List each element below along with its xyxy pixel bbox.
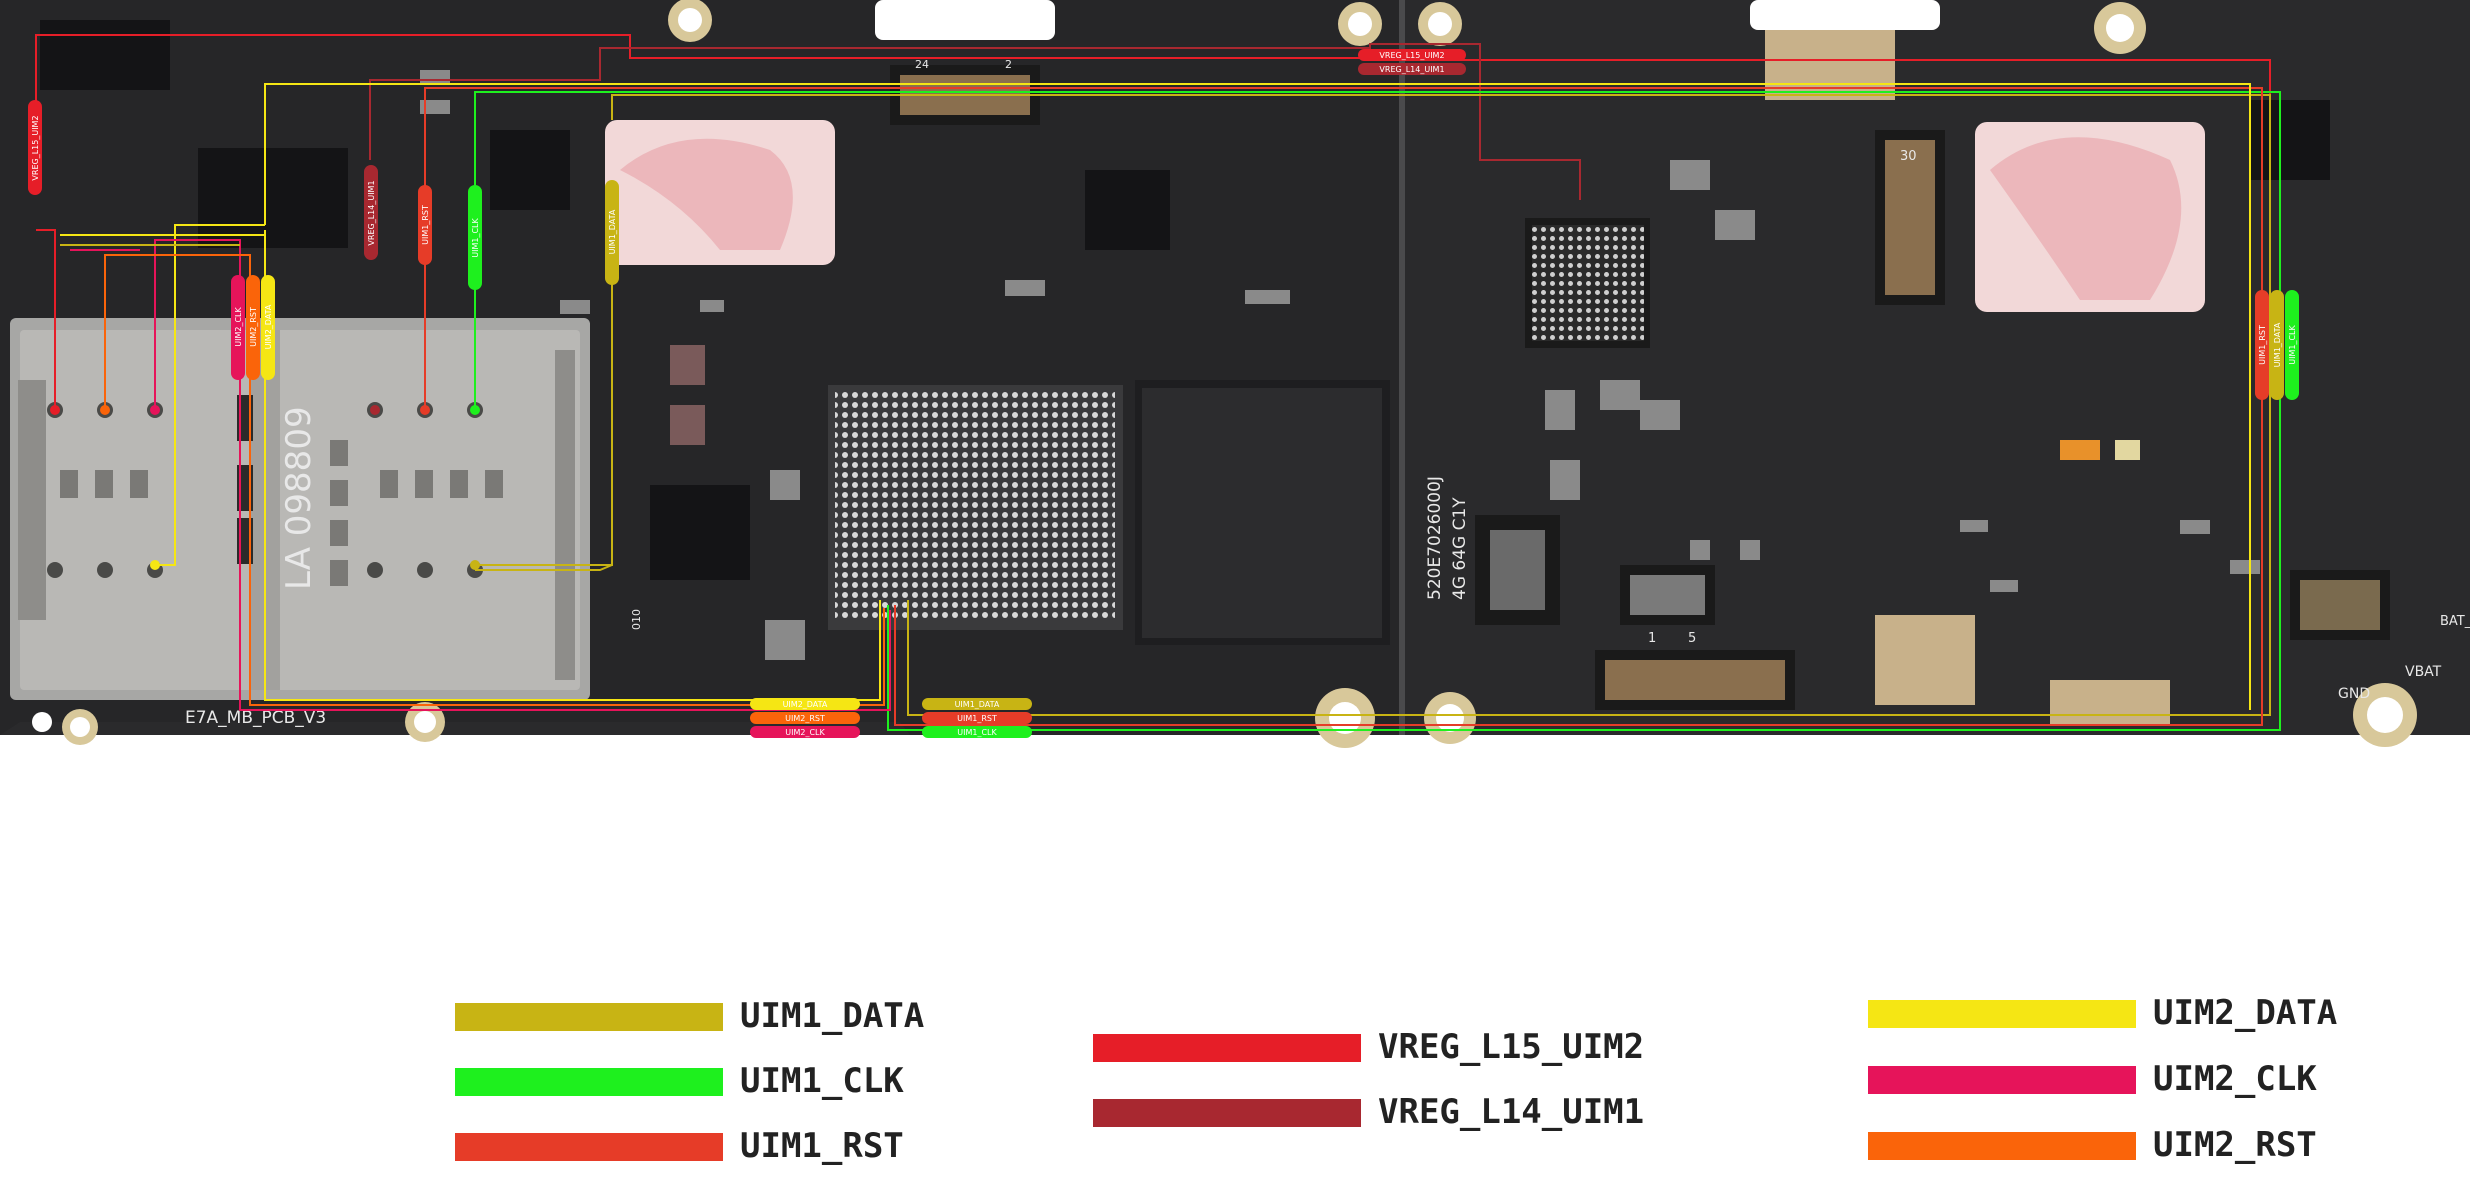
mounting-hole bbox=[32, 702, 445, 745]
svg-text:UIM1_CLK: UIM1_CLK bbox=[471, 218, 480, 258]
net-tag: UIM2_CLK bbox=[231, 275, 245, 380]
pcb-label: E7A_MB_PCB_V3 bbox=[185, 708, 326, 728]
mounting-hole bbox=[2094, 2, 2146, 54]
svg-text:UIM1_CLK: UIM1_CLK bbox=[2288, 325, 2297, 365]
trace-uim2-rst bbox=[104, 254, 885, 706]
net-tag: UIM1_RST bbox=[2255, 290, 2269, 400]
svg-text:UIM1_CLK: UIM1_CLK bbox=[957, 728, 997, 737]
trace-vreg-l14-uim1 bbox=[369, 43, 1581, 200]
connector-pin-label: 30 bbox=[1900, 149, 1917, 164]
legend-swatch bbox=[455, 1068, 723, 1096]
silk-text: 010 bbox=[630, 609, 643, 630]
mounting-hole bbox=[1418, 2, 1462, 46]
ic-package bbox=[40, 20, 2330, 580]
net-tag: UIM1_CLK bbox=[468, 185, 482, 290]
mounting-hole bbox=[668, 0, 712, 42]
legend-swatch bbox=[455, 1003, 723, 1031]
svg-text:UIM1_RST: UIM1_RST bbox=[2258, 325, 2267, 365]
passive-components bbox=[420, 70, 2260, 660]
connector-pin-label: 2 bbox=[1005, 58, 1012, 71]
legend-label: UIM1_CLK bbox=[740, 1061, 904, 1101]
svg-text:UIM2_RST: UIM2_RST bbox=[249, 307, 258, 347]
svg-text:UIM2_DATA: UIM2_DATA bbox=[783, 700, 828, 709]
legend-label: UIM2_CLK bbox=[2153, 1059, 2317, 1099]
net-tag: UIM1_CLK bbox=[2285, 290, 2299, 400]
legend-label: UIM2_RST bbox=[2153, 1125, 2317, 1165]
net-tag: UIM1_CLK bbox=[922, 726, 1032, 738]
net-tag: UIM2_DATA bbox=[261, 275, 275, 380]
net-tag: UIM1_DATA bbox=[2270, 290, 2284, 400]
pcb-board-diagram: LA 098809 bbox=[0, 0, 2470, 750]
mounting-hole bbox=[1315, 688, 1375, 748]
legend-swatch bbox=[1093, 1034, 1361, 1062]
net-tag: UIM2_RST bbox=[750, 712, 860, 724]
chip-marking: 520E7026000J bbox=[1425, 476, 1445, 600]
legend-label: UIM2_DATA bbox=[2153, 993, 2338, 1033]
net-tag: VREG_L14_UIM1 bbox=[364, 165, 378, 260]
sim-card-tray: LA 098809 bbox=[10, 318, 590, 700]
net-tag: UIM2_CLK bbox=[750, 726, 860, 738]
net-tag: UIM1_DATA bbox=[922, 698, 1032, 710]
svg-text:VREG_L14_UIM1: VREG_L14_UIM1 bbox=[367, 180, 376, 245]
board-cutout bbox=[875, 0, 1055, 40]
legend-swatch bbox=[1093, 1099, 1361, 1127]
board-connector bbox=[890, 65, 2390, 710]
net-tag: UIM2_RST bbox=[246, 275, 260, 380]
svg-text:UIM1_RST: UIM1_RST bbox=[421, 205, 430, 245]
pcb-board: LA 098809 bbox=[0, 0, 2470, 750]
net-tag: UIM2_DATA bbox=[750, 698, 860, 710]
legend-label: UIM1_RST bbox=[740, 1126, 904, 1166]
svg-text:UIM1_DATA: UIM1_DATA bbox=[608, 209, 617, 254]
svg-text:UIM1_DATA: UIM1_DATA bbox=[955, 700, 1000, 709]
svg-text:UIM2_CLK: UIM2_CLK bbox=[234, 307, 243, 347]
svg-text:VREG_L15_UIM2: VREG_L15_UIM2 bbox=[1379, 51, 1444, 60]
legend-label: UIM1_DATA bbox=[740, 996, 925, 1036]
svg-text:UIM2_RST: UIM2_RST bbox=[785, 714, 825, 723]
legend-label: VREG_L15_UIM2 bbox=[1378, 1027, 1645, 1067]
probe-point bbox=[50, 405, 480, 570]
svg-text:UIM2_DATA: UIM2_DATA bbox=[264, 304, 273, 349]
svg-text:VREG_L14_UIM1: VREG_L14_UIM1 bbox=[1379, 65, 1444, 74]
trace-uim2-data bbox=[264, 230, 881, 701]
connector-pin-label: 5 bbox=[1688, 631, 1696, 646]
chip-marking: LA 098809 bbox=[279, 406, 319, 590]
legend-label: VREG_L14_UIM1 bbox=[1378, 1092, 1645, 1132]
pmic-chip bbox=[1525, 218, 1650, 348]
net-tag: UIM1_RST bbox=[922, 712, 1032, 724]
mounting-hole bbox=[1424, 692, 1476, 744]
svg-text:UIM2_CLK: UIM2_CLK bbox=[785, 728, 825, 737]
svg-text:VREG_L15_UIM2: VREG_L15_UIM2 bbox=[31, 115, 40, 180]
legend-swatch bbox=[1868, 1066, 2136, 1094]
net-tag: VREG_L15_UIM2 bbox=[1358, 49, 1466, 61]
legend-swatch bbox=[1868, 1000, 2136, 1028]
trace-uim2-clk bbox=[154, 239, 891, 711]
gnd-label: GND bbox=[2338, 686, 2370, 702]
vbat-label: VBAT bbox=[2405, 664, 2442, 680]
board-cutout bbox=[1750, 0, 1940, 30]
svg-text:UIM1_DATA: UIM1_DATA bbox=[2273, 322, 2282, 367]
soc-bga-chip bbox=[828, 385, 1123, 630]
net-tag: VREG_L15_UIM2 bbox=[28, 100, 42, 195]
memory-chip bbox=[1135, 380, 1390, 645]
net-tag: UIM1_RST bbox=[418, 185, 432, 265]
bat-on-label: BAT_ON bbox=[2440, 614, 2470, 629]
connector-pin-label: 24 bbox=[915, 58, 929, 71]
mounting-hole bbox=[2353, 683, 2417, 747]
net-tag: VREG_L14_UIM1 bbox=[1358, 63, 1466, 75]
mounting-hole bbox=[1338, 2, 1382, 46]
legend-swatch bbox=[1868, 1132, 2136, 1160]
chip-marking: 4G 64G C1Y bbox=[1450, 497, 1470, 600]
legend-swatch bbox=[455, 1133, 723, 1161]
net-tag: UIM1_DATA bbox=[605, 180, 619, 285]
svg-text:UIM1_RST: UIM1_RST bbox=[957, 714, 997, 723]
connector-pin-label: 1 bbox=[1648, 631, 1656, 646]
